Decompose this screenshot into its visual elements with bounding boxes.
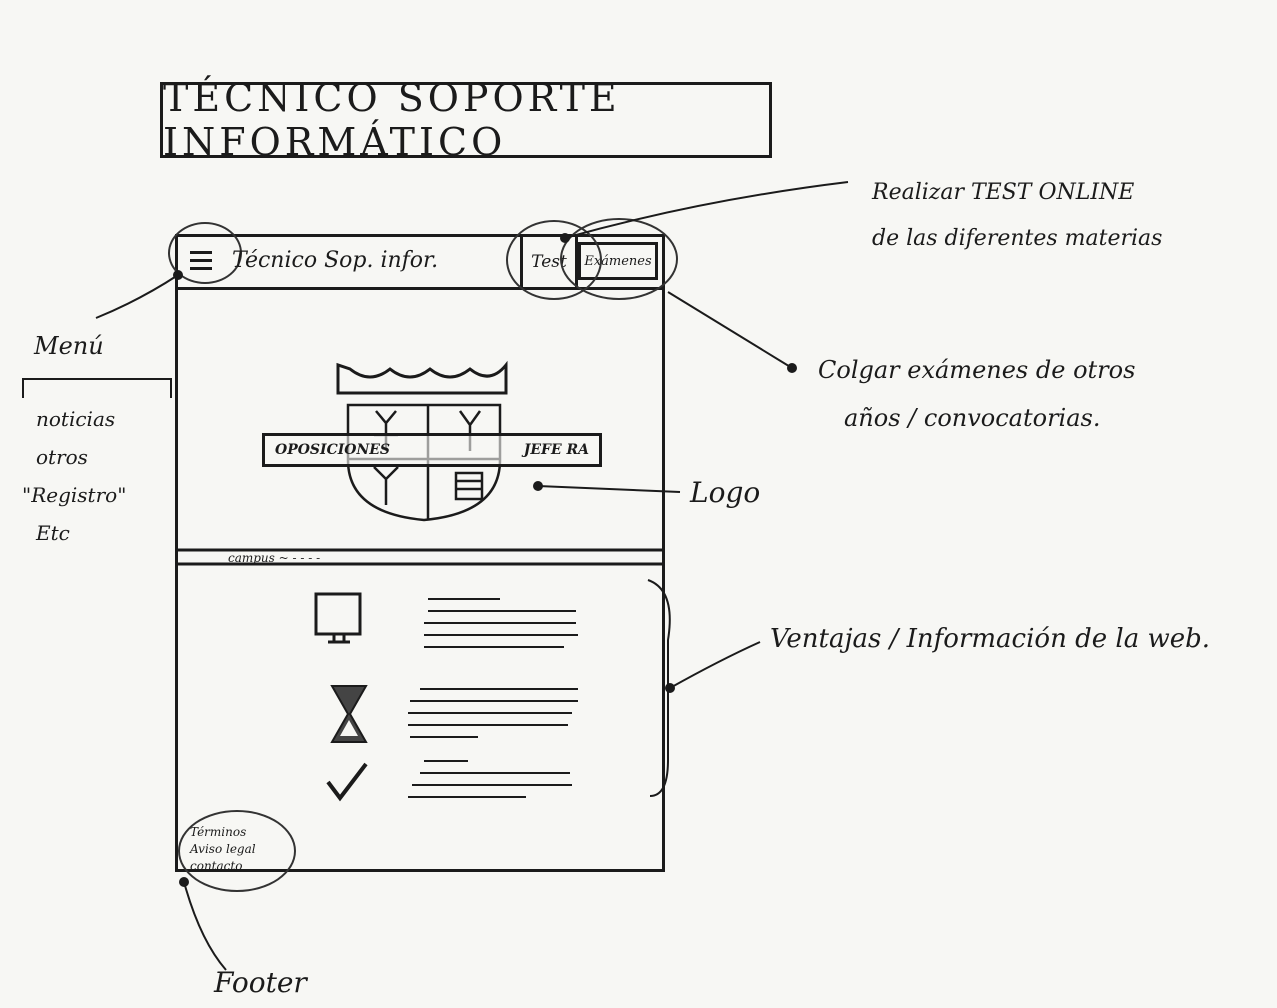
site-name[interactable]: Técnico Sop. infor. xyxy=(232,248,439,273)
hourglass-icon xyxy=(330,685,368,743)
feature-2-line xyxy=(420,688,578,690)
feature-1-line xyxy=(424,646,564,648)
annotation-menu-items: noticias otros "Registro" Etc xyxy=(22,407,127,545)
campus-strip xyxy=(178,548,662,566)
feature-2-line xyxy=(410,736,478,738)
feature-1-line xyxy=(424,622,576,624)
wireframe-frame xyxy=(175,234,665,872)
annotation-test: Realizar TEST ONLINE de las diferentes m… xyxy=(872,180,1163,251)
campus-text: campus ~ - - - - xyxy=(228,551,321,565)
feature-1-line xyxy=(428,610,576,612)
crown-icon xyxy=(336,360,508,395)
feature-2-line xyxy=(408,712,572,714)
checkmark-icon xyxy=(326,762,368,802)
annotation-menu-title: Menú xyxy=(34,332,104,360)
annotation-logo: Logo xyxy=(690,476,761,509)
page-title: TÉCNICO SOPORTE INFORMÁTICO xyxy=(160,76,772,164)
feature-1-line xyxy=(424,634,578,636)
feature-1-line xyxy=(428,598,500,600)
footer-highlight xyxy=(178,810,296,892)
feature-3-line xyxy=(420,772,570,774)
logo-banner-left: OPOSICIONES xyxy=(275,442,391,458)
monitor-icon xyxy=(314,592,362,644)
feature-3-line xyxy=(412,784,572,786)
exams-button-highlight xyxy=(560,218,678,300)
feature-3-line xyxy=(424,760,468,762)
feature-3-line xyxy=(408,796,526,798)
logo-banner-right: JEFE RA xyxy=(523,442,589,458)
top-bar xyxy=(175,234,665,290)
annotation-footer: Footer xyxy=(214,966,307,999)
feature-2-line xyxy=(410,700,578,702)
annotation-ventajas: Ventajas / Información de la web. xyxy=(770,624,1211,654)
feature-2-line xyxy=(408,724,568,726)
logo-banner: OPOSICIONES JEFE RA xyxy=(262,433,602,467)
annotation-exams: Colgar exámenes de otros años / convocat… xyxy=(818,356,1136,432)
menu-bracket xyxy=(22,378,172,398)
menu-icon-highlight xyxy=(168,222,242,284)
